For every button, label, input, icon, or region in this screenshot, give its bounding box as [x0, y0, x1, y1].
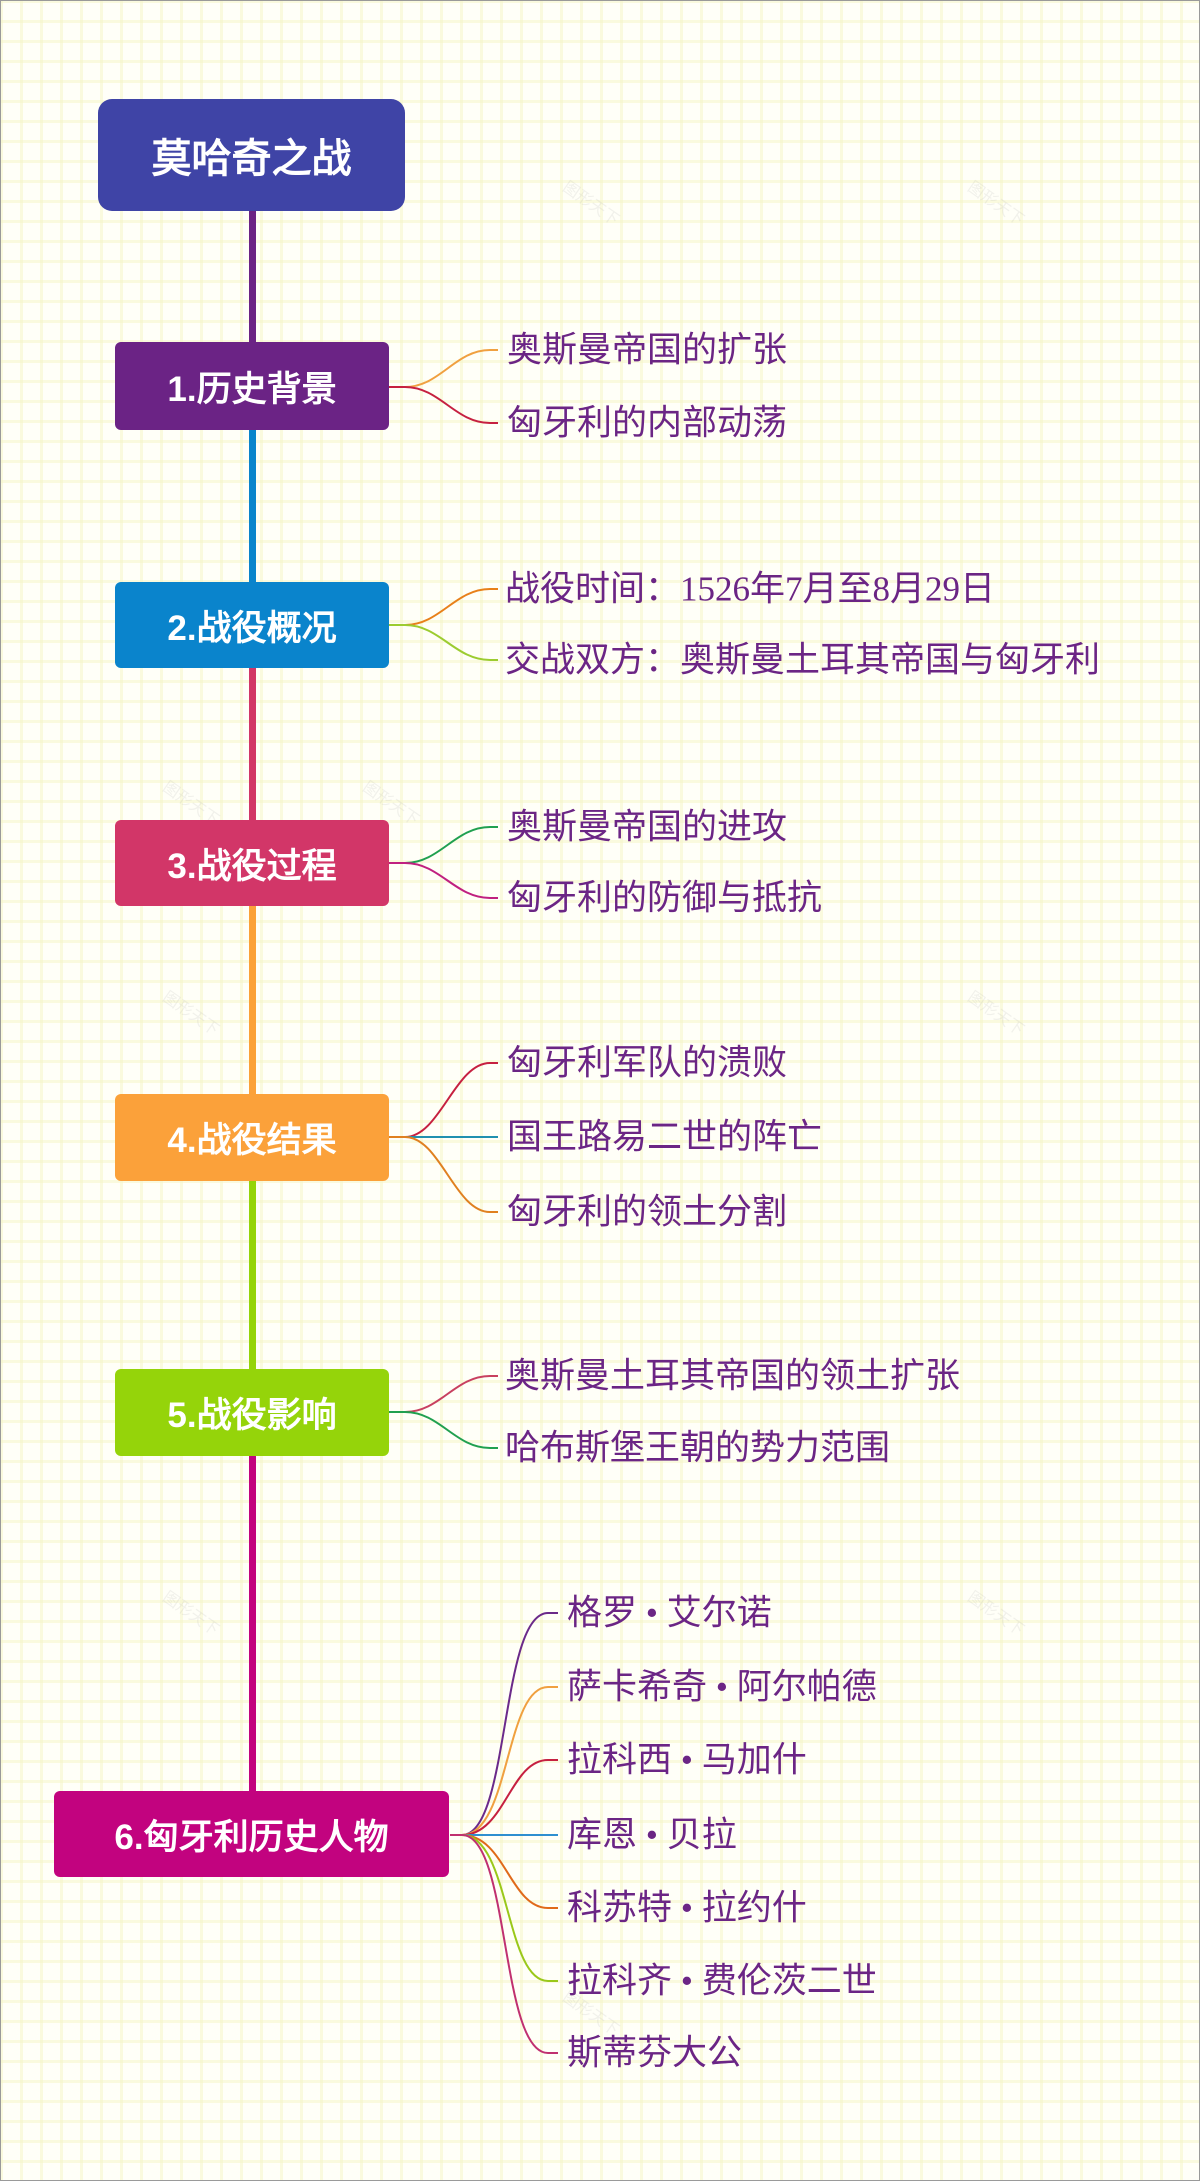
- person-item[interactable]: 拉科西 • 马加什: [567, 1740, 807, 1780]
- person-item[interactable]: 库恩 • 贝拉: [567, 1815, 737, 1855]
- subtopic[interactable]: 匈牙利的内部动荡: [507, 403, 788, 443]
- subtopic[interactable]: 匈牙利军队的溃败: [507, 1043, 788, 1083]
- person-item[interactable]: 斯蒂芬大公: [567, 2033, 743, 2073]
- subtopic[interactable]: 战役时间：1526年7月至8月29日: [505, 569, 996, 609]
- person-item[interactable]: 格罗 • 艾尔诺: [567, 1593, 772, 1633]
- root-topic[interactable]: 莫哈奇之战: [98, 99, 405, 211]
- subtopic[interactable]: 匈牙利的防御与抵抗: [507, 878, 823, 918]
- subtopic[interactable]: 奥斯曼土耳其帝国的领土扩张: [505, 1356, 961, 1396]
- subtopic[interactable]: 奥斯曼帝国的扩张: [507, 330, 788, 370]
- subtopic[interactable]: 哈布斯堡王朝的势力范围: [505, 1428, 891, 1468]
- topic-hungarian-figures[interactable]: 6.匈牙利历史人物: [54, 1791, 449, 1877]
- topic-history-background[interactable]: 1.历史背景: [115, 342, 389, 430]
- person-item[interactable]: 萨卡希奇 • 阿尔帕德: [567, 1667, 877, 1707]
- subtopic[interactable]: 交战双方：奥斯曼土耳其帝国与匈牙利: [505, 640, 1101, 680]
- subtopic[interactable]: 匈牙利的领土分割: [507, 1192, 788, 1232]
- topic-battle-process[interactable]: 3.战役过程: [115, 820, 389, 906]
- topic-battle-impact[interactable]: 5.战役影响: [115, 1369, 389, 1456]
- person-item[interactable]: 科苏特 • 拉约什: [567, 1888, 807, 1928]
- person-item[interactable]: 拉科齐 • 费伦茨二世: [567, 1961, 877, 2001]
- subtopic[interactable]: 国王路易二世的阵亡: [507, 1117, 823, 1157]
- subtopic[interactable]: 奥斯曼帝国的进攻: [507, 807, 788, 847]
- topic-battle-result[interactable]: 4.战役结果: [115, 1094, 389, 1181]
- topic-battle-overview[interactable]: 2.战役概况: [115, 582, 389, 668]
